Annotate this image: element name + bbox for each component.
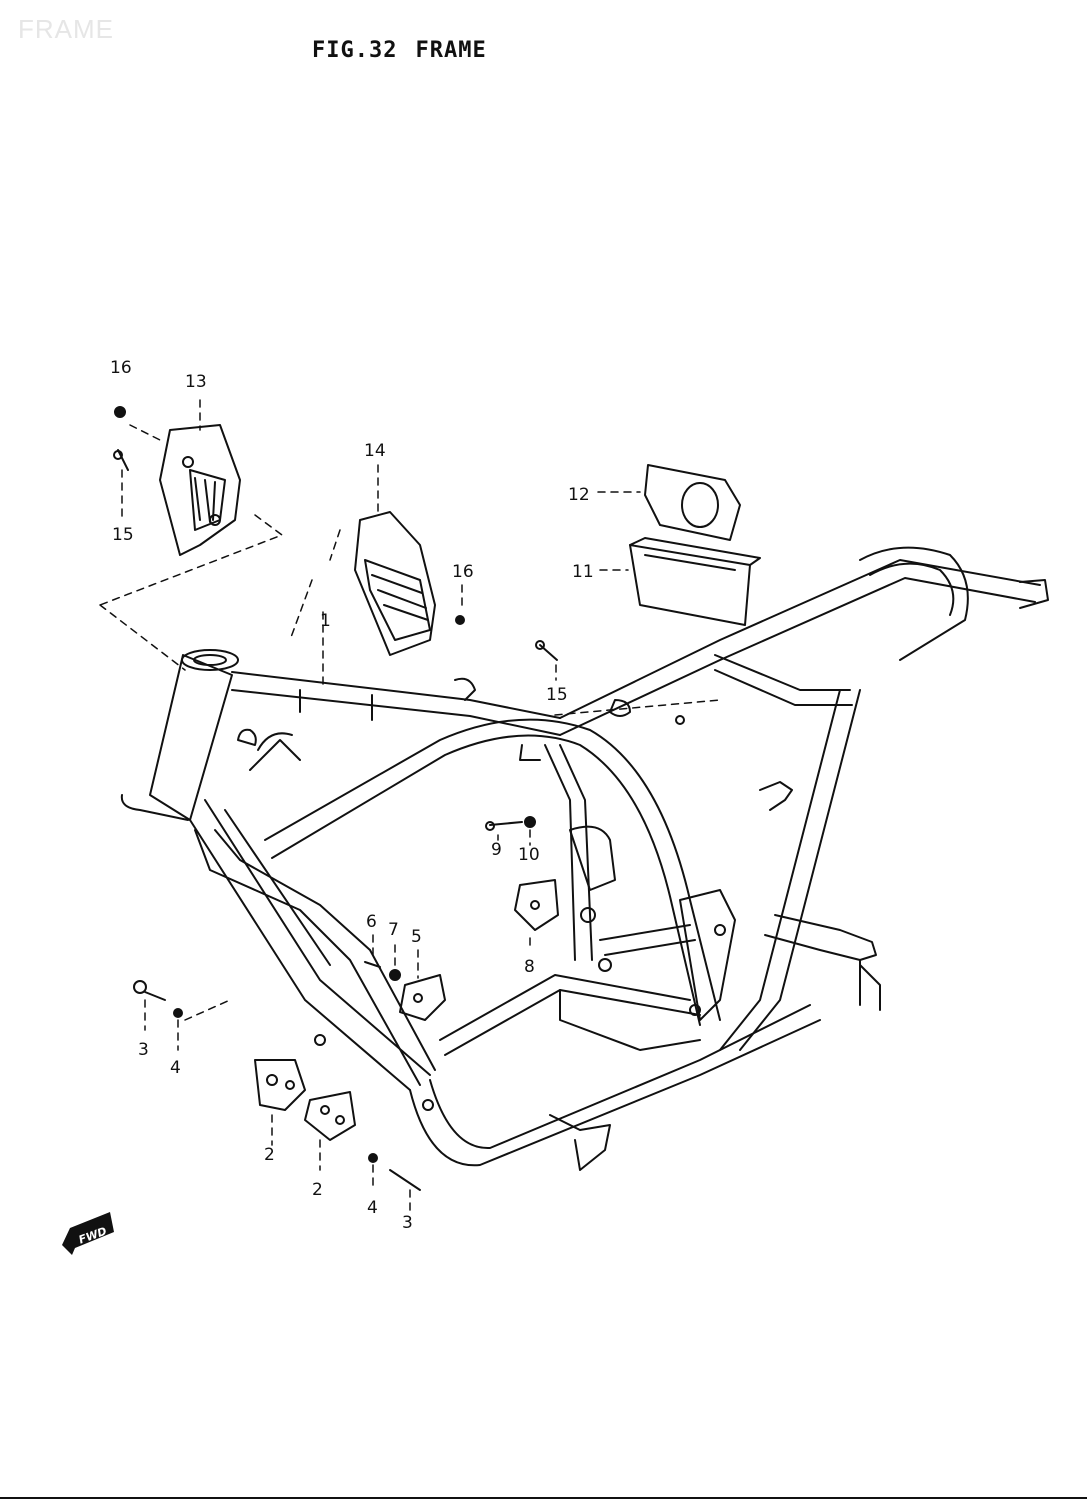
watermark: FRAME: [18, 14, 114, 44]
part-labels: 1 2 2 3 3 4 4 5 6 7 8 9 10 11 12 13 14 1…: [110, 358, 594, 1233]
mount-plate-2a: [254, 1059, 306, 1111]
side-cover-right: [354, 511, 436, 656]
figure-name: FRAME: [415, 38, 487, 63]
label-3b: 3: [402, 1213, 413, 1233]
bottom-border: [0, 1497, 1087, 1499]
label-15b: 15: [546, 685, 568, 705]
label-12: 12: [568, 485, 590, 505]
fwd-arrow-icon: FWD: [62, 1212, 114, 1255]
label-16b: 16: [452, 562, 474, 582]
mount-plate-5: [399, 974, 446, 1021]
leader-lines: [99, 399, 721, 1211]
label-4a: 4: [170, 1058, 181, 1078]
label-14: 14: [364, 441, 386, 461]
label-16a: 16: [110, 358, 132, 378]
mount-plate-2b: [304, 1091, 356, 1141]
label-7: 7: [388, 920, 399, 940]
figure-title: FIG.32 FRAME: [312, 38, 487, 63]
side-cover-left: [159, 424, 241, 556]
label-4b: 4: [367, 1198, 378, 1218]
label-5: 5: [411, 927, 422, 947]
label-10: 10: [518, 845, 540, 865]
battery-cover: [644, 464, 741, 541]
mount-plate-8: [514, 879, 559, 931]
label-15a: 15: [112, 525, 134, 545]
label-8: 8: [524, 957, 535, 977]
label-2a: 2: [264, 1145, 275, 1165]
label-11: 11: [572, 562, 594, 582]
label-1: 1: [320, 611, 331, 631]
label-9: 9: [491, 840, 502, 860]
main-frame: [120, 546, 1049, 1171]
battery-case: [629, 537, 761, 626]
fasteners: [113, 406, 558, 1191]
label-13: 13: [185, 372, 207, 392]
label-2b: 2: [312, 1180, 323, 1200]
figure-number: FIG.32: [312, 38, 398, 63]
label-6: 6: [366, 912, 377, 932]
label-3a: 3: [138, 1040, 149, 1060]
